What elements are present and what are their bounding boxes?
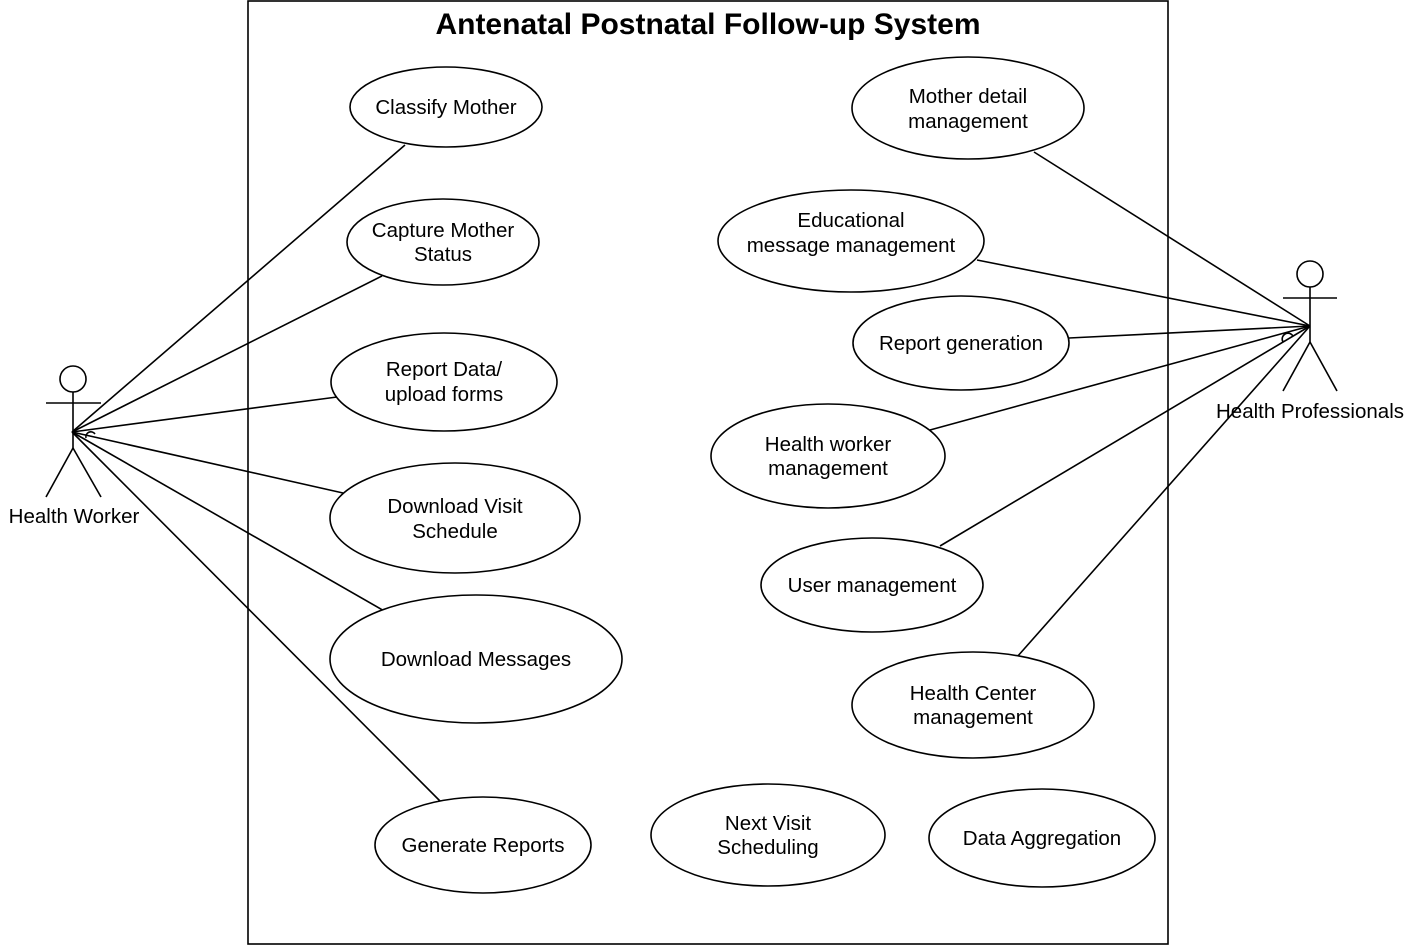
use-case-download-messages: Download Messages: [329, 594, 623, 724]
actor-right-leg: [72, 447, 102, 498]
use-case-label-line-2: management: [908, 110, 1028, 133]
use-case-ellipse: [329, 594, 623, 724]
use-case-mother-detail-management: Mother detail management: [851, 56, 1085, 160]
association-hw-capture-mother-status: [71, 275, 383, 433]
use-case-label-line-1: Download Visit: [387, 495, 523, 518]
use-case-user-management: User management: [760, 537, 984, 633]
association-hp-health-worker-management: [929, 325, 1311, 431]
association-hp-user-management: [939, 325, 1311, 547]
use-case-label-line-2: Scheduling: [717, 836, 818, 859]
association-hw-generate-reports: [71, 431, 442, 803]
use-case-next-visit-scheduling: Next Visit Scheduling: [650, 783, 886, 887]
use-case-data-aggregation: Data Aggregation: [928, 788, 1156, 888]
association-hp-mother-detail-management: [1033, 151, 1311, 327]
use-case-label-line-2: Schedule: [412, 520, 497, 543]
use-case-label: Classify Mother: [375, 96, 516, 119]
use-case-label-line-1: Health Center: [910, 682, 1037, 705]
use-case-capture-mother-status: Capture Mother Status: [346, 198, 540, 286]
use-case-health-center-management: Health Center management: [851, 651, 1095, 759]
use-case-ellipse: [928, 788, 1156, 888]
use-case-label: Data Aggregation: [963, 827, 1121, 850]
use-case-ellipse: [760, 537, 984, 633]
use-case-label-line-2: message management: [747, 234, 956, 257]
use-case-label-line-1: Mother detail: [909, 85, 1028, 108]
use-case-label-line-1: Capture Mother: [372, 219, 515, 242]
use-case-ellipse: [851, 651, 1095, 759]
actor-left-leg: [1282, 341, 1311, 392]
use-case-ellipse: [851, 56, 1085, 160]
association-lines: [71, 144, 1311, 803]
use-case-classify-mother: Classify Mother: [349, 66, 543, 148]
association-hw-classify-mother: [71, 144, 406, 433]
actor-left-leg: [45, 447, 74, 498]
use-case-label-line-2: Status: [414, 243, 472, 266]
use-case-ellipse: [710, 403, 946, 509]
association-hp-educational-message-management: [976, 259, 1311, 327]
use-case-ellipse: [650, 783, 886, 887]
use-case-educational-message-management: Educational message management: [717, 189, 985, 293]
actor-head: [59, 365, 87, 393]
use-case-label-line-2: upload forms: [385, 383, 504, 406]
use-case-report-data: Report Data/ upload forms: [330, 332, 558, 432]
use-case-ellipse: [852, 295, 1070, 391]
association-hp-report-generation: [1068, 325, 1311, 339]
actor-head: [1296, 260, 1324, 288]
use-case-ellipse: [346, 198, 540, 286]
use-case-download-visit-schedule: Download Visit Schedule: [329, 462, 581, 574]
use-case-label-line-2: management: [913, 706, 1033, 729]
use-case-label: User management: [788, 574, 957, 597]
use-case-ellipse: [330, 332, 558, 432]
use-case-label-line-1: Educational: [797, 209, 904, 232]
association-hp-health-center-management: [1016, 325, 1311, 658]
use-case-report-generation: Report generation: [852, 295, 1070, 391]
use-case-generate-reports: Generate Reports: [374, 796, 592, 894]
association-hw-download-messages: [71, 431, 387, 613]
actor-right-leg: [1309, 341, 1338, 392]
connector-arc: [1281, 332, 1294, 343]
use-case-ellipse: [349, 66, 543, 148]
use-case-label-line-1: Health worker: [765, 433, 892, 456]
use-case-health-worker-management: Health worker management: [710, 403, 946, 509]
use-case-label-line-1: Report Data/: [386, 358, 503, 381]
use-case-label-line-2: management: [768, 457, 888, 480]
use-case-ellipse: [717, 189, 985, 293]
use-case-label: Download Messages: [381, 648, 571, 671]
association-hw-report-data: [71, 396, 338, 433]
use-case-label: Generate Reports: [402, 834, 565, 857]
use-case-label: Report generation: [879, 332, 1043, 355]
use-case-ellipse: [374, 796, 592, 894]
connector-arc: [85, 431, 96, 439]
system-title: Antenatal Postnatal Follow-up System: [435, 8, 980, 41]
actor-health-professionals: Health Professionals: [1216, 260, 1404, 423]
use-case-ellipse: [329, 462, 581, 574]
association-hw-download-visit-schedule: [71, 431, 344, 494]
actor-label: Health Worker: [9, 505, 140, 528]
actor-label: Health Professionals: [1216, 400, 1404, 423]
use-case-label-line-1: Next Visit: [725, 812, 812, 835]
actor-health-worker: Health Worker: [9, 365, 140, 528]
